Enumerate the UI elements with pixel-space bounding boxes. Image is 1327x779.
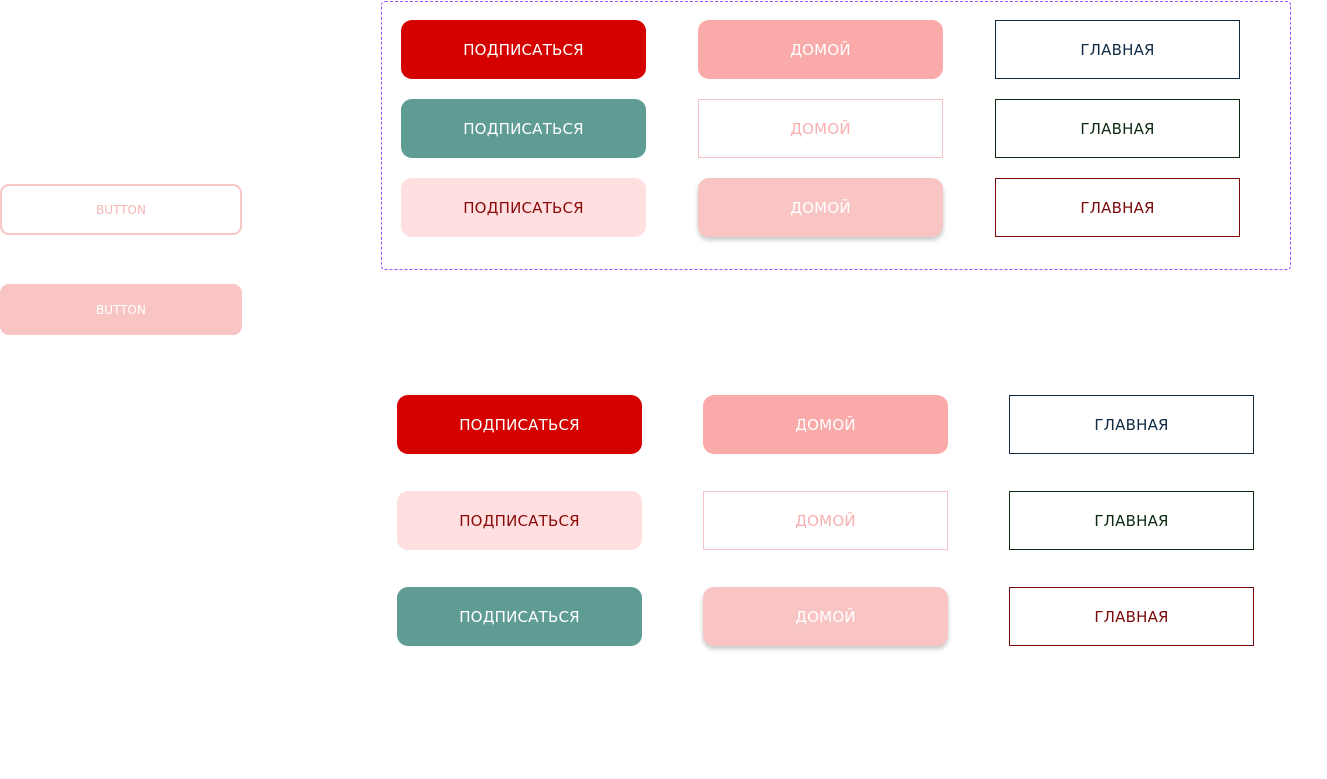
home-button-salmon[interactable]: ДОМОЙ [703, 395, 948, 454]
home-button-label: ДОМОЙ [790, 198, 851, 217]
main-button-maroon-outline[interactable]: ГЛАВНАЯ [1009, 587, 1254, 646]
home-button-label: ДОМОЙ [790, 40, 851, 59]
main-button-label: ГЛАВНАЯ [1080, 40, 1155, 59]
home-button-label: ДОМОЙ [795, 415, 856, 434]
subscribe-button-label: ПОДПИСАТЬСЯ [459, 511, 580, 530]
button-solid[interactable]: BUTTON [0, 284, 242, 335]
main-button-maroon-outline[interactable]: ГЛАВНАЯ [995, 178, 1240, 237]
home-button-pink-outline[interactable]: ДОМОЙ [698, 99, 943, 158]
subscribe-button-red[interactable]: ПОДПИСАТЬСЯ [397, 395, 642, 454]
subscribe-button-label: ПОДПИСАТЬСЯ [463, 40, 584, 59]
subscribe-button-label: ПОДПИСАТЬСЯ [459, 607, 580, 626]
main-button-label: ГЛАВНАЯ [1094, 607, 1169, 626]
main-button-label: ГЛАВНАЯ [1080, 119, 1155, 138]
main-button-green-outline[interactable]: ГЛАВНАЯ [1009, 491, 1254, 550]
home-button-shadow[interactable]: ДОМОЙ [698, 178, 943, 237]
home-button-pink-outline[interactable]: ДОМОЙ [703, 491, 948, 550]
subscribe-button-pink[interactable]: ПОДПИСАТЬСЯ [397, 491, 642, 550]
main-button-navy-outline[interactable]: ГЛАВНАЯ [1009, 395, 1254, 454]
home-button-label: ДОМОЙ [790, 119, 851, 138]
home-button-salmon[interactable]: ДОМОЙ [698, 20, 943, 79]
button-solid-label: BUTTON [96, 302, 146, 317]
button-outline[interactable]: BUTTON [0, 184, 242, 235]
selection-frame [381, 1, 1291, 270]
subscribe-button-red[interactable]: ПОДПИСАТЬСЯ [401, 20, 646, 79]
home-button-shadow[interactable]: ДОМОЙ [703, 587, 948, 646]
subscribe-button-teal[interactable]: ПОДПИСАТЬСЯ [401, 99, 646, 158]
subscribe-button-label: ПОДПИСАТЬСЯ [463, 119, 584, 138]
subscribe-button-pink[interactable]: ПОДПИСАТЬСЯ [401, 178, 646, 237]
home-button-label: ДОМОЙ [795, 607, 856, 626]
button-outline-label: BUTTON [96, 202, 146, 217]
main-button-green-outline[interactable]: ГЛАВНАЯ [995, 99, 1240, 158]
main-button-label: ГЛАВНАЯ [1080, 198, 1155, 217]
subscribe-button-label: ПОДПИСАТЬСЯ [463, 198, 584, 217]
main-button-navy-outline[interactable]: ГЛАВНАЯ [995, 20, 1240, 79]
main-button-label: ГЛАВНАЯ [1094, 415, 1169, 434]
main-button-label: ГЛАВНАЯ [1094, 511, 1169, 530]
subscribe-button-teal[interactable]: ПОДПИСАТЬСЯ [397, 587, 642, 646]
home-button-label: ДОМОЙ [795, 511, 856, 530]
subscribe-button-label: ПОДПИСАТЬСЯ [459, 415, 580, 434]
